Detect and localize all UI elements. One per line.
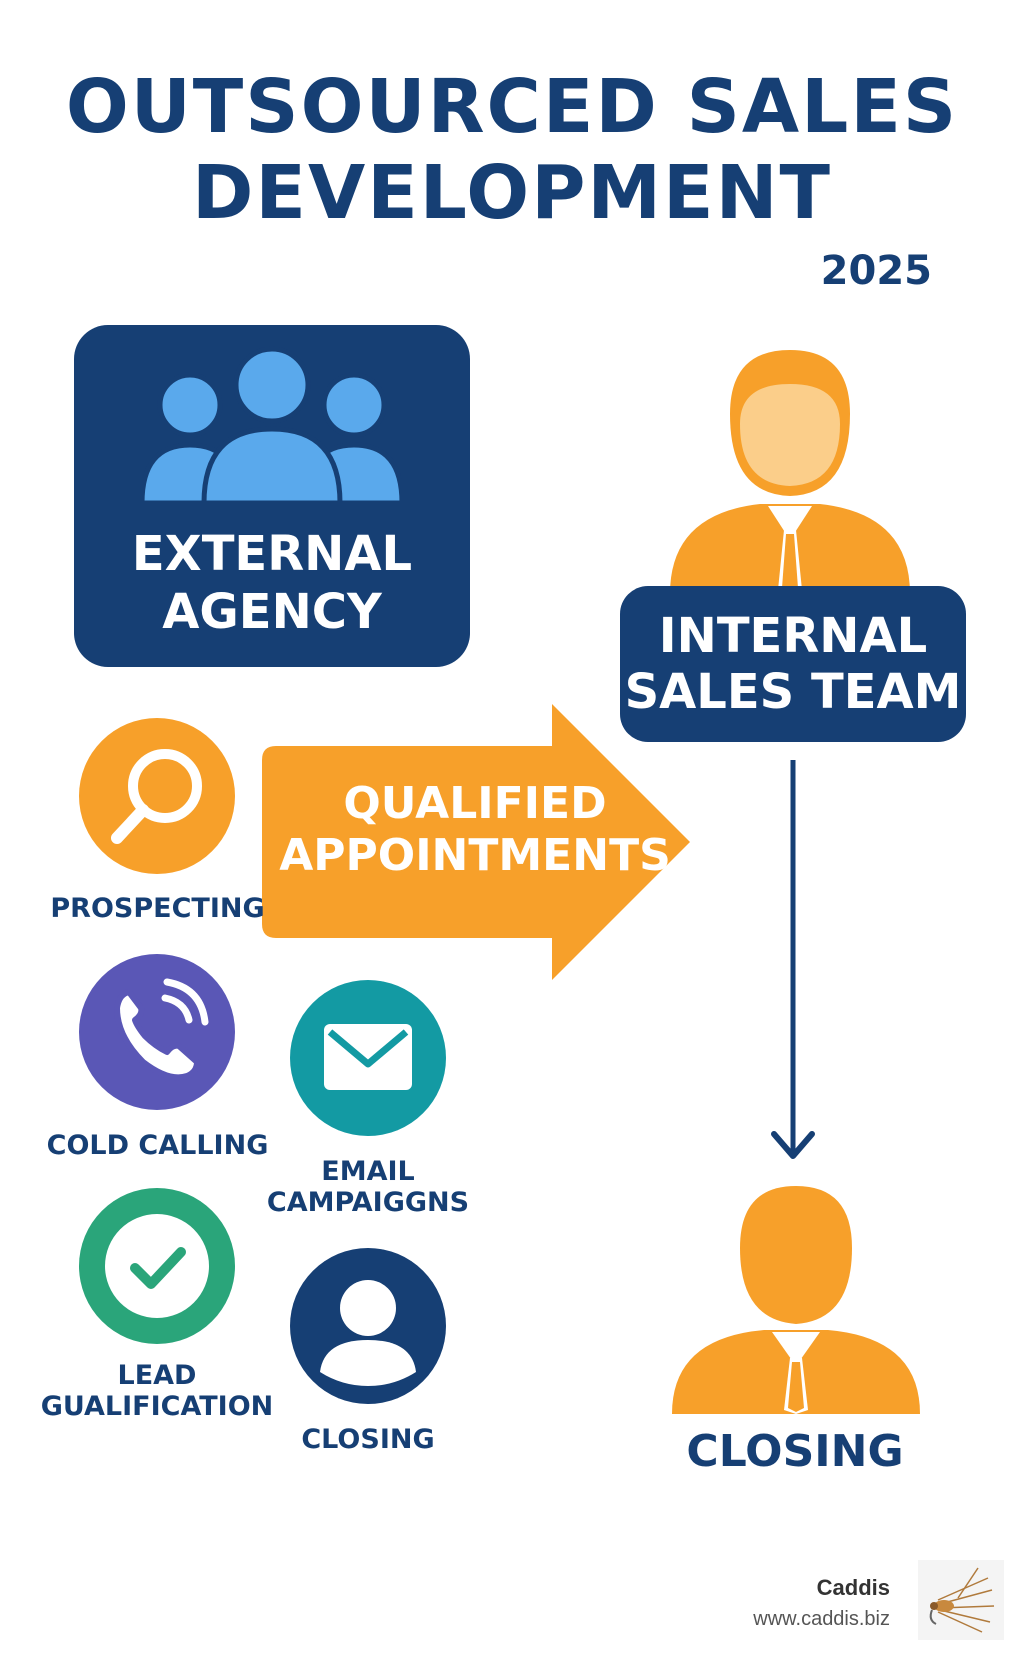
- email-icon: [324, 1024, 412, 1090]
- cold-calling-label-line-1: COLD CALLING: [46, 1130, 269, 1161]
- lead-qualification-label: LEAD GUALIFICATION: [36, 1360, 278, 1422]
- businessman-icon: [670, 350, 910, 594]
- internal-team-line-1: INTERNAL: [658, 608, 928, 664]
- cold-calling-circle: [79, 954, 235, 1110]
- email-label-line-2: CAMPAIGGNS: [266, 1187, 470, 1218]
- down-arrow-connector: [771, 760, 815, 1159]
- prospecting-label-line-1: PROSPECTING: [50, 893, 265, 924]
- phone-icon: [114, 978, 209, 1081]
- qualified-line-1: QUALIFIED: [343, 778, 607, 829]
- prospecting-label: PROSPECTING: [40, 893, 275, 924]
- lead-label-line-1: LEAD: [117, 1360, 197, 1391]
- internal-sales-team-box: INTERNAL SALES TEAM: [620, 586, 966, 742]
- prospecting-circle: [79, 718, 235, 874]
- search-icon: [111, 749, 202, 844]
- page-title-line-1: OUTSOURCED SALES: [65, 64, 959, 150]
- email-label-line-1: EMAIL: [321, 1156, 415, 1187]
- fly-logo-icon: [918, 1560, 1004, 1640]
- brand-name: Caddis: [816, 1575, 890, 1600]
- lead-label-line-2: GUALIFICATION: [40, 1391, 274, 1422]
- checkmark-icon: [105, 1214, 209, 1318]
- closing-service-circle: [290, 1248, 446, 1404]
- external-agency-label: EXTERNAL AGENCY: [74, 525, 470, 641]
- person-icon: [320, 1280, 416, 1386]
- qualified-appointments-arrow: [262, 704, 690, 980]
- closing-service-label: CLOSING: [262, 1424, 474, 1455]
- closing-businessman-icon: [672, 1186, 920, 1414]
- external-agency-line-2: AGENCY: [162, 584, 382, 640]
- year-label: 2025: [820, 248, 932, 294]
- group-icon: [142, 346, 402, 506]
- external-agency-box: EXTERNAL AGENCY: [74, 325, 470, 667]
- page-title-line-2: DEVELOPMENT: [191, 150, 833, 236]
- cold-calling-label: COLD CALLING: [40, 1130, 275, 1161]
- brand-url[interactable]: www.caddis.biz: [753, 1608, 890, 1630]
- qualified-appointments-label: QUALIFIED APPOINTMENTS: [270, 778, 680, 882]
- internal-sales-team-label: INTERNAL SALES TEAM: [620, 608, 966, 720]
- lead-qualification-circle: [79, 1188, 235, 1344]
- email-campaigns-circle: [290, 980, 446, 1136]
- closing-label: CLOSING: [686, 1426, 904, 1477]
- qualified-line-2: APPOINTMENTS: [279, 830, 671, 881]
- external-agency-line-1: EXTERNAL: [131, 526, 413, 582]
- closing-service-label-line-1: CLOSING: [301, 1424, 435, 1455]
- email-campaigns-label: EMAIL CAMPAIGGNS: [262, 1156, 474, 1218]
- internal-team-line-2: SALES TEAM: [624, 664, 962, 720]
